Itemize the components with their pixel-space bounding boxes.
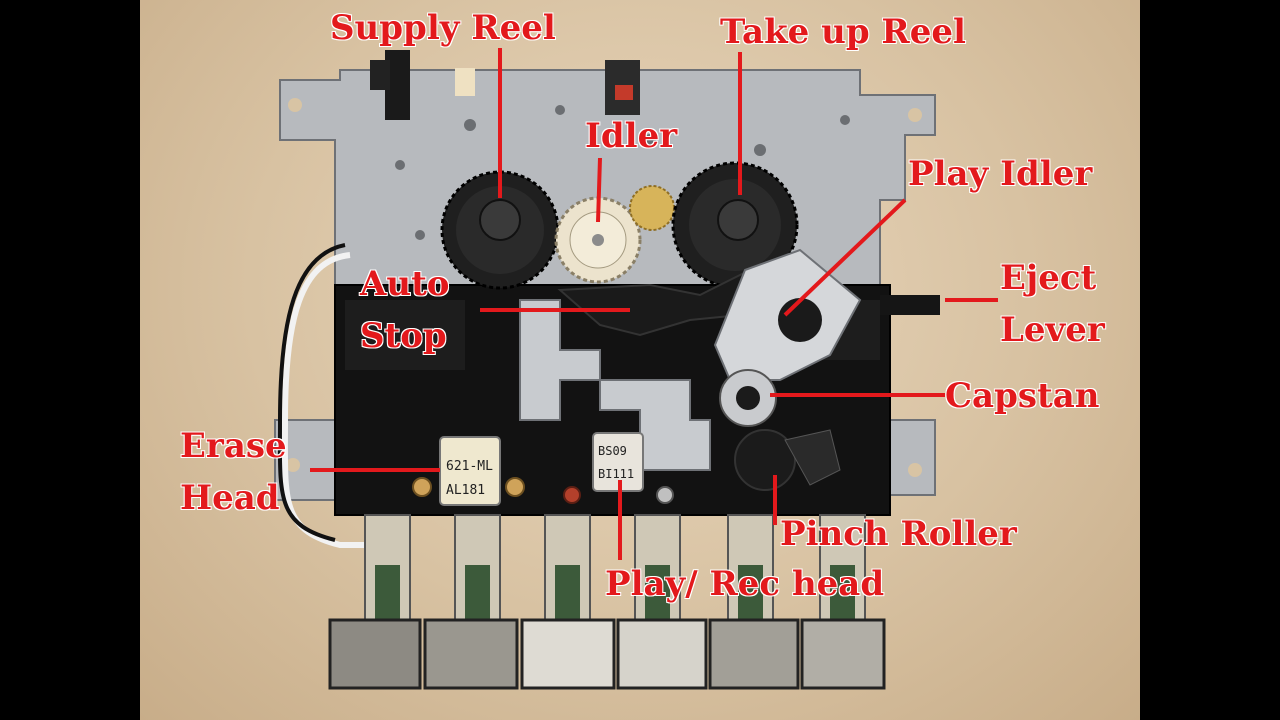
idler-gear xyxy=(554,196,642,284)
play-head-marking-1: BS09 xyxy=(598,444,627,458)
label-eject-lever-line1: Eject xyxy=(1000,258,1097,298)
label-supply-reel-text: Supply Reel xyxy=(330,8,556,48)
label-pinch-roller: Pinch Roller xyxy=(780,514,1017,554)
label-play-idler-text: Play Idler xyxy=(908,154,1093,194)
pinch-roller xyxy=(734,429,841,491)
label-play-rec-head: Play/ Rec head xyxy=(605,564,884,604)
letterbox-right xyxy=(1140,0,1280,720)
play-rec-head: BS09 BI111 xyxy=(563,432,674,504)
label-capstan-text: Capstan xyxy=(945,376,1100,416)
piano-key-stems xyxy=(364,514,866,626)
label-auto-stop: Auto Stop xyxy=(360,264,449,356)
label-erase-head-line2: Head xyxy=(180,478,280,518)
play-idler-wheel xyxy=(778,298,822,342)
label-eject-lever-line2: Lever xyxy=(1000,310,1105,350)
letterbox-left xyxy=(0,0,140,720)
label-auto-stop-line2: Stop xyxy=(360,316,447,356)
label-auto-stop-line1: Auto xyxy=(360,264,450,304)
label-capstan: Capstan xyxy=(945,376,1099,416)
leader-lines xyxy=(310,48,998,560)
label-take-up-reel-text: Take up Reel xyxy=(720,12,966,52)
label-supply-reel: Supply Reel xyxy=(330,8,556,48)
play-head-marking-2: BI111 xyxy=(598,467,634,481)
erase-head-marking-1: 621-ML xyxy=(446,459,493,474)
label-idler: Idler xyxy=(585,116,677,156)
eject-lever xyxy=(880,295,940,315)
take-up-reel-gear xyxy=(671,161,799,289)
leader-play-idler xyxy=(783,198,907,317)
label-take-up-reel: Take up Reel xyxy=(720,12,966,52)
label-play-idler: Play Idler xyxy=(908,154,1092,194)
label-play-rec-head-text: Play/ Rec head xyxy=(605,564,885,604)
label-erase-head-line1: Erase xyxy=(180,426,287,466)
top-bracket xyxy=(370,50,640,120)
black-wire xyxy=(277,243,346,542)
supply-reel-gear xyxy=(440,170,560,290)
label-idler-text: Idler xyxy=(585,116,678,156)
piano-key-caps xyxy=(328,618,886,690)
label-eject-lever: Eject Lever xyxy=(1000,258,1105,350)
slide-plate xyxy=(519,299,711,471)
erase-head-marking-2: AL181 xyxy=(446,483,485,498)
leader-idler xyxy=(596,157,602,223)
capstan xyxy=(719,369,777,427)
label-erase-head: Erase Head xyxy=(180,426,287,518)
small-yellow-gear xyxy=(629,185,675,231)
label-pinch-roller-text: Pinch Roller xyxy=(780,514,1017,554)
